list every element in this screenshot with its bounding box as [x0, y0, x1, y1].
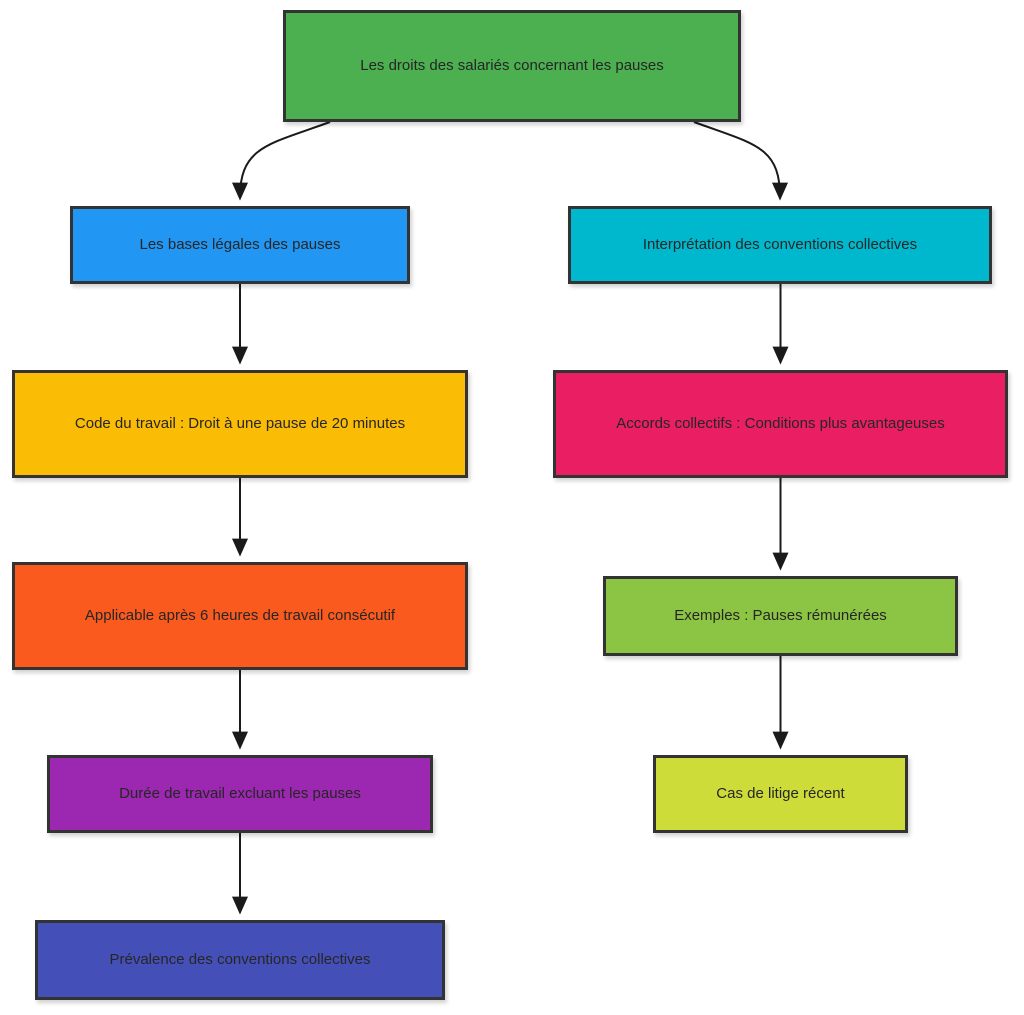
flow-node-label: Cas de litige récent: [716, 785, 845, 803]
flow-node-n6[interactable]: Prévalence des conventions collectives: [35, 920, 445, 1000]
flow-node-n9[interactable]: Exemples : Pauses rémunérées: [603, 576, 958, 656]
flow-node-n3[interactable]: Code du travail : Droit à une pause de 2…: [12, 370, 468, 478]
flow-edge-n1-to-n2: [232, 121, 331, 201]
flow-node-label: Prévalence des conventions collectives: [109, 951, 371, 969]
flow-node-label: Les bases légales des pauses: [139, 236, 341, 254]
flow-node-n4[interactable]: Applicable après 6 heures de travail con…: [12, 562, 468, 670]
flow-node-n1[interactable]: Les droits des salariés concernant les p…: [283, 10, 741, 122]
flow-node-label: Interprétation des conventions collectiv…: [642, 236, 918, 254]
flow-node-label: Accords collectifs : Conditions plus ava…: [616, 415, 945, 433]
flow-node-n2[interactable]: Les bases légales des pauses: [70, 206, 410, 284]
flow-node-label: Exemples : Pauses rémunérées: [674, 607, 887, 625]
flow-node-n10[interactable]: Cas de litige récent: [653, 755, 908, 833]
flow-node-label: Code du travail : Droit à une pause de 2…: [74, 415, 406, 433]
flow-node-label: Applicable après 6 heures de travail con…: [84, 607, 396, 625]
flow-edge-n1-to-n7: [693, 121, 788, 201]
flow-node-label: Les droits des salariés concernant les p…: [360, 57, 664, 75]
flow-node-n5[interactable]: Durée de travail excluant les pauses: [47, 755, 433, 833]
flow-node-n7[interactable]: Interprétation des conventions collectiv…: [568, 206, 992, 284]
flow-node-n8[interactable]: Accords collectifs : Conditions plus ava…: [553, 370, 1008, 478]
flow-node-label: Durée de travail excluant les pauses: [119, 785, 361, 803]
